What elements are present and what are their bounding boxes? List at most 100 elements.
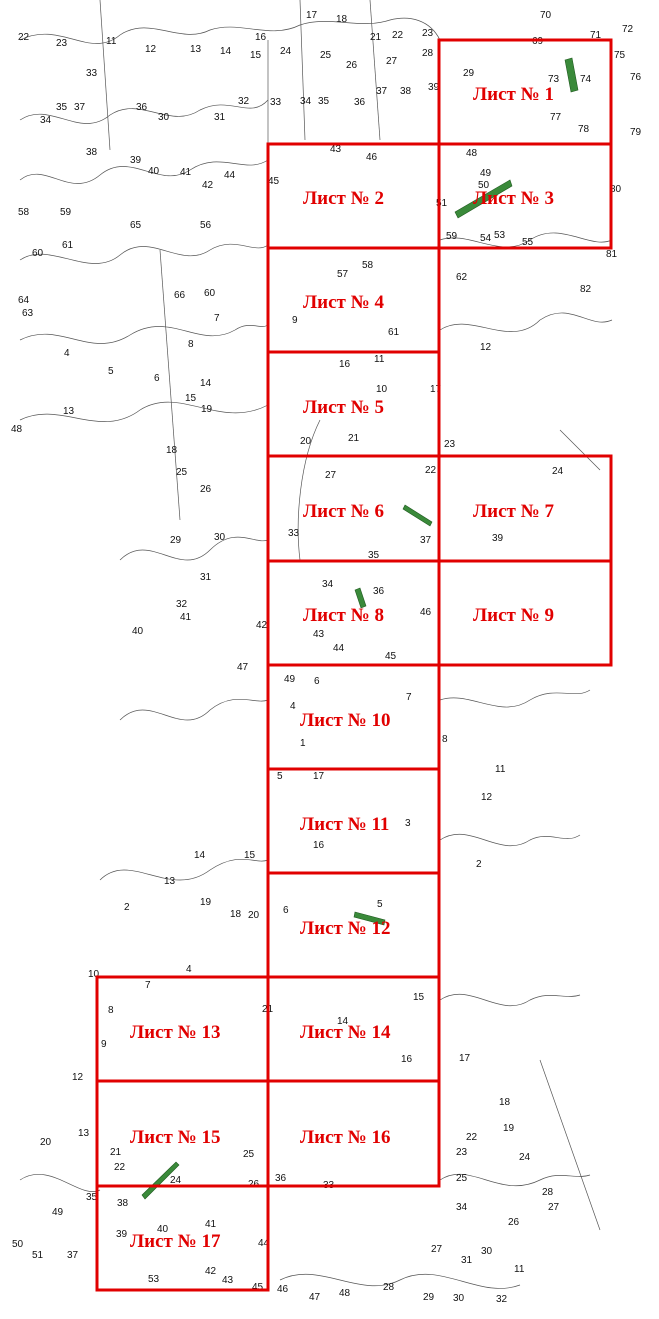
parcel-number: 57 [337, 269, 349, 280]
sheet-label[interactable]: Лист № 8 [303, 605, 384, 626]
parcel-number: 25 [456, 1173, 468, 1184]
parcel-number: 39 [492, 533, 504, 544]
parcel-number: 32 [496, 1294, 508, 1305]
sheet-label[interactable]: Лист № 16 [300, 1127, 390, 1148]
sheet-labels: Лист № 1 Лист № 2 Лист № 3 Лист № 4 Лист… [130, 84, 554, 1252]
parcel-number: 46 [366, 152, 378, 163]
parcel-number: 42 [202, 180, 214, 191]
parcel-number: 15 [185, 393, 197, 404]
parcel-number: 7 [406, 692, 412, 703]
parcel-number: 48 [339, 1288, 351, 1299]
parcel-number: 48 [466, 148, 478, 159]
parcel-number: 24 [170, 1175, 182, 1186]
parcel-number: 58 [18, 207, 30, 218]
parcel-number: 31 [200, 572, 212, 583]
parcel-number: 44 [224, 170, 236, 181]
parcel-number: 14 [194, 850, 206, 861]
parcel-number: 16 [339, 359, 351, 370]
sheet-label[interactable]: Лист № 10 [300, 710, 390, 731]
sheet-label[interactable]: Лист № 14 [300, 1022, 391, 1043]
parcel-number: 34 [40, 115, 52, 126]
parcel-number: 28 [422, 48, 434, 59]
parcel-number: 13 [78, 1128, 90, 1139]
parcel-number: 23 [422, 28, 434, 39]
parcel-number: 32 [176, 599, 188, 610]
sheet-label[interactable]: Лист № 2 [303, 188, 384, 209]
sheet-label[interactable]: Лист № 15 [130, 1127, 220, 1148]
parcel-number: 64 [18, 295, 30, 306]
parcel-number: 13 [190, 44, 202, 55]
parcel-boundaries [19, 0, 613, 1289]
parcel-number: 56 [200, 220, 212, 231]
parcel-number: 23 [444, 439, 456, 450]
parcel-number: 25 [176, 467, 188, 478]
parcel-number: 21 [110, 1147, 122, 1158]
parcel-number: 51 [436, 198, 448, 209]
parcel-number: 72 [622, 24, 634, 35]
parcel-number: 26 [200, 484, 212, 495]
sheet-label[interactable]: Лист № 12 [300, 918, 390, 939]
parcel-number: 54 [480, 233, 492, 244]
sheet-label[interactable]: Лист № 13 [130, 1022, 220, 1043]
parcel-number: 27 [325, 470, 337, 481]
parcel-number: 42 [256, 620, 268, 631]
parcel-number: 15 [250, 50, 262, 61]
parcel-number: 26 [346, 60, 358, 71]
parcel-number: 7 [214, 313, 220, 324]
parcel-number: 17 [313, 771, 325, 782]
sheet-label[interactable]: Лист № 6 [303, 501, 384, 522]
parcel-number: 49 [52, 1207, 64, 1218]
parcel-number: 24 [280, 46, 292, 57]
parcel-number: 37 [74, 102, 86, 113]
parcel-number: 3 [405, 818, 411, 829]
parcel-number: 16 [401, 1054, 413, 1065]
parcel-number: 61 [388, 327, 400, 338]
parcel-number: 70 [540, 10, 552, 21]
parcel-number: 39 [116, 1229, 128, 1240]
parcel-number: 2 [124, 902, 130, 913]
parcel-number: 47 [237, 662, 249, 673]
parcel-number: 16 [313, 840, 325, 851]
forest-strips [141, 57, 579, 1200]
parcel-number: 39 [130, 155, 142, 166]
parcel-number: 41 [180, 167, 192, 178]
parcel-number: 74 [580, 74, 592, 85]
sheet-17-frame [95, 1184, 270, 1292]
parcel-number: 12 [481, 792, 493, 803]
parcel-number: 38 [117, 1198, 129, 1209]
sheet-label[interactable]: Лист № 11 [300, 814, 389, 835]
parcel-number: 17 [459, 1053, 471, 1064]
parcel-number: 50 [478, 180, 490, 191]
parcel-number: 59 [60, 207, 72, 218]
parcel-number: 6 [154, 373, 160, 384]
parcel-number: 80 [610, 184, 622, 195]
parcel-number: 11 [374, 354, 385, 365]
parcel-number: 14 [200, 378, 212, 389]
sheet-label[interactable]: Лист № 1 [473, 84, 554, 105]
sheet-label[interactable]: Лист № 17 [130, 1231, 221, 1252]
parcel-number: 46 [420, 607, 432, 618]
parcel-number: 36 [373, 586, 385, 597]
parcel-number: 41 [180, 612, 192, 623]
parcel-number: 14 [337, 1016, 349, 1027]
sheet-label[interactable]: Лист № 4 [303, 292, 384, 313]
sheet-label[interactable]: Лист № 7 [473, 501, 554, 522]
sheet-label[interactable]: Лист № 5 [303, 397, 384, 418]
parcel-number: 5 [108, 366, 114, 377]
parcel-number: 13 [164, 876, 176, 887]
sheet-label[interactable]: Лист № 9 [473, 605, 554, 626]
parcel-number: 35 [318, 96, 330, 107]
parcel-number: 43 [222, 1275, 234, 1286]
parcel-number: 18 [499, 1097, 511, 1108]
parcel-number: 18 [336, 14, 348, 25]
parcel-number: 53 [494, 230, 506, 241]
parcel-number: 12 [72, 1072, 84, 1083]
parcel-number: 38 [86, 147, 98, 158]
parcel-number: 17 [430, 384, 442, 395]
parcel-number: 43 [313, 629, 325, 640]
sheet-label[interactable]: Лист № 3 [473, 188, 554, 209]
parcel-number: 46 [277, 1284, 289, 1295]
parcel-number: 36 [136, 102, 148, 113]
parcel-number: 34 [322, 579, 334, 590]
parcel-number: 2 [476, 859, 482, 870]
